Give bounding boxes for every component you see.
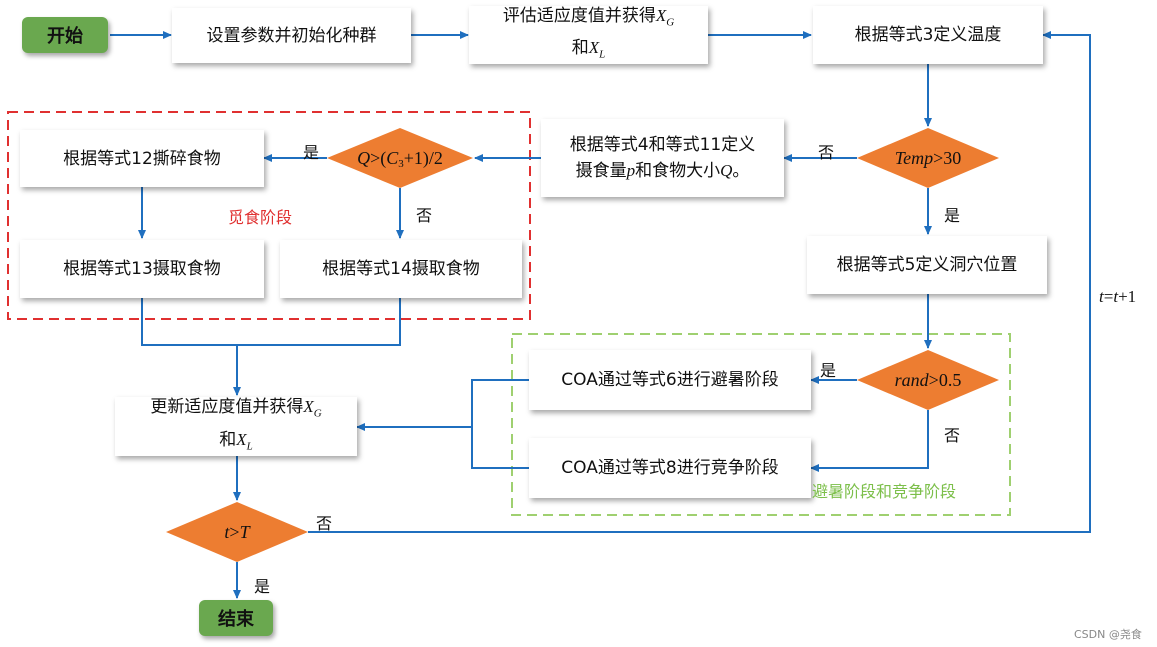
arrow-tcond-loop [308, 31, 1091, 533]
t-decision-text: t>T [224, 522, 251, 542]
temp-decision-shape [857, 128, 999, 188]
init-box: 设置参数并初始化种群 [172, 8, 411, 63]
start-terminal: 开始 [22, 17, 108, 53]
end-label: 结束 [218, 609, 254, 630]
start-label: 开始 [47, 26, 83, 47]
foraging-group-label: 觅食阶段 [228, 208, 293, 227]
cave-box: 根据等式5定义洞穴位置 [807, 236, 1047, 294]
arrow-randcond-compete [810, 410, 929, 472]
q-decision-text: Q>(C3+1)/2 [357, 148, 443, 170]
take13-label: 根据等式13摄取食物 [63, 259, 221, 279]
temp-def-label: 根据等式3定义温度 [854, 25, 1002, 45]
eval-box: 评估适应度值并获得XG 和XL [469, 6, 708, 64]
shred-box: 根据等式12撕碎食物 [20, 130, 264, 187]
compete-label: COA通过等式8进行竞争阶段 [561, 458, 779, 478]
label-t-no: 否 [316, 514, 333, 533]
summer-label: COA通过等式6进行避暑阶段 [561, 370, 779, 390]
end-terminal: 结束 [199, 600, 273, 636]
loop-label: t=t+1 [1099, 287, 1137, 306]
summer-compete-group-label: 避暑阶段和竞争阶段 [812, 482, 957, 501]
label-q-no: 否 [416, 206, 433, 225]
t-decision-shape [166, 502, 308, 562]
cave-label: 根据等式5定义洞穴位置 [836, 255, 1018, 275]
q-decision-shape [327, 128, 473, 188]
arrow-take13-merge [141, 298, 237, 346]
shred-label: 根据等式12撕碎食物 [63, 148, 221, 169]
label-rand-no: 否 [944, 426, 961, 445]
init-label: 设置参数并初始化种群 [206, 25, 377, 46]
label-rand-yes: 是 [820, 361, 837, 380]
take13-box: 根据等式13摄取食物 [20, 240, 264, 298]
summer-compete-group-border [511, 333, 1011, 516]
update-label: 更新适应度值并获得XG 和XL [150, 397, 322, 452]
intake-box: 根据等式4和等式11定义 摄食量p和食物大小Q。 [541, 119, 784, 197]
label-temp-no: 否 [818, 143, 835, 162]
eval-label: 评估适应度值并获得XG 和XL [502, 5, 675, 61]
temp-def-box: 根据等式3定义温度 [813, 6, 1043, 64]
take14-box: 根据等式14摄取食物 [280, 240, 522, 298]
foraging-group-border [7, 111, 531, 320]
take14-label: 根据等式14摄取食物 [322, 259, 480, 279]
temp-decision-text: Temp>30 [895, 148, 962, 168]
compete-box: COA通过等式8进行竞争阶段 [529, 438, 811, 498]
arrow-summer-merge [471, 379, 529, 469]
label-q-yes: 是 [303, 143, 320, 162]
rand-decision-text: rand>0.5 [895, 370, 962, 390]
label-temp-yes: 是 [944, 206, 961, 225]
label-t-yes: 是 [254, 577, 271, 596]
arrow-take14-merge [237, 298, 401, 346]
summer-box: COA通过等式6进行避暑阶段 [529, 350, 811, 410]
update-box: 更新适应度值并获得XG 和XL [115, 397, 357, 456]
watermark: CSDN @尧食 [1074, 628, 1142, 641]
intake-label: 根据等式4和等式11定义 摄食量p和食物大小Q。 [569, 135, 756, 181]
rand-decision-shape [857, 350, 999, 410]
